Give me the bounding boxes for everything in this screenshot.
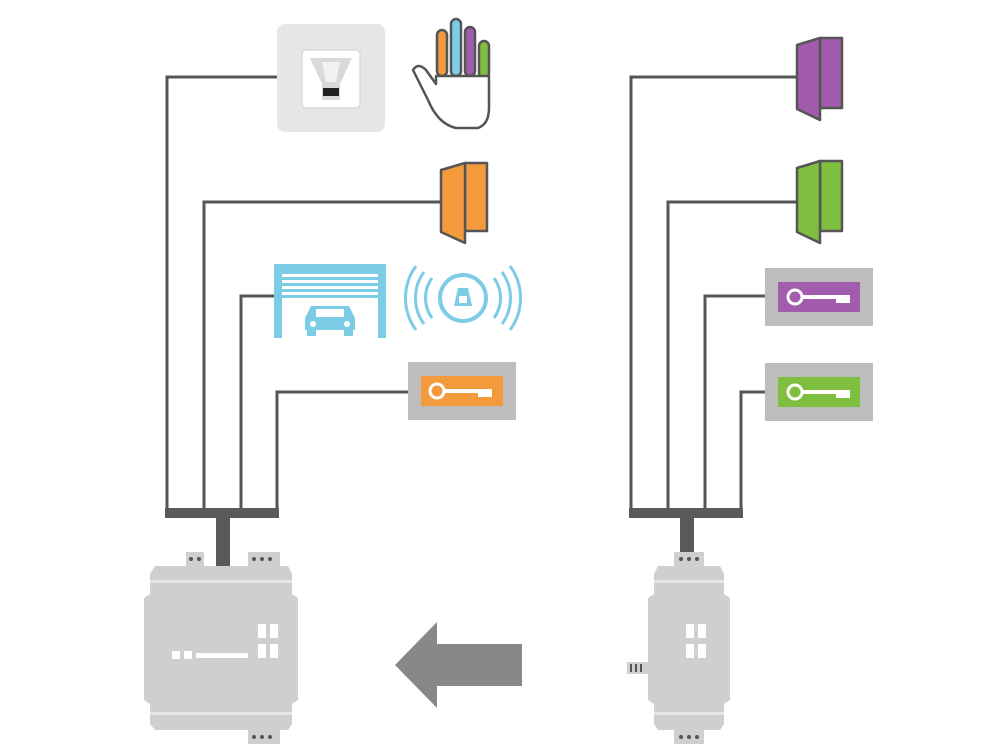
wire-fingerprint — [165, 75, 277, 512]
wire-key-purple — [703, 294, 765, 512]
remote-signal-icon — [403, 265, 523, 331]
purple-door-icon — [795, 36, 844, 122]
left-bus-stem — [216, 518, 230, 566]
wire-key-green — [739, 390, 765, 512]
green-door-icon — [795, 159, 844, 245]
purple-key-icon — [765, 268, 873, 326]
right-wiring — [629, 75, 797, 512]
wire-door-orange — [202, 200, 441, 512]
wire-garage — [239, 294, 274, 512]
garage-with-car-icon — [274, 264, 386, 338]
left-wiring — [165, 75, 441, 512]
fingerprint-scanner-icon — [277, 24, 385, 132]
right-bus-stem — [680, 518, 694, 552]
left-arrow-icon — [395, 622, 522, 708]
wire-door-purple — [629, 75, 797, 512]
orange-key-icon — [408, 362, 516, 420]
green-key-icon — [765, 363, 873, 421]
wire-door-green — [666, 200, 797, 512]
orange-door-icon — [439, 161, 489, 245]
wire-key-orange — [275, 390, 408, 512]
large-din-rail-controller-icon — [144, 552, 298, 744]
right-bus-bar — [629, 508, 743, 518]
left-bus-bar — [165, 508, 279, 518]
multicolor-hand-icon — [411, 17, 491, 130]
small-din-rail-module-icon — [627, 552, 730, 744]
